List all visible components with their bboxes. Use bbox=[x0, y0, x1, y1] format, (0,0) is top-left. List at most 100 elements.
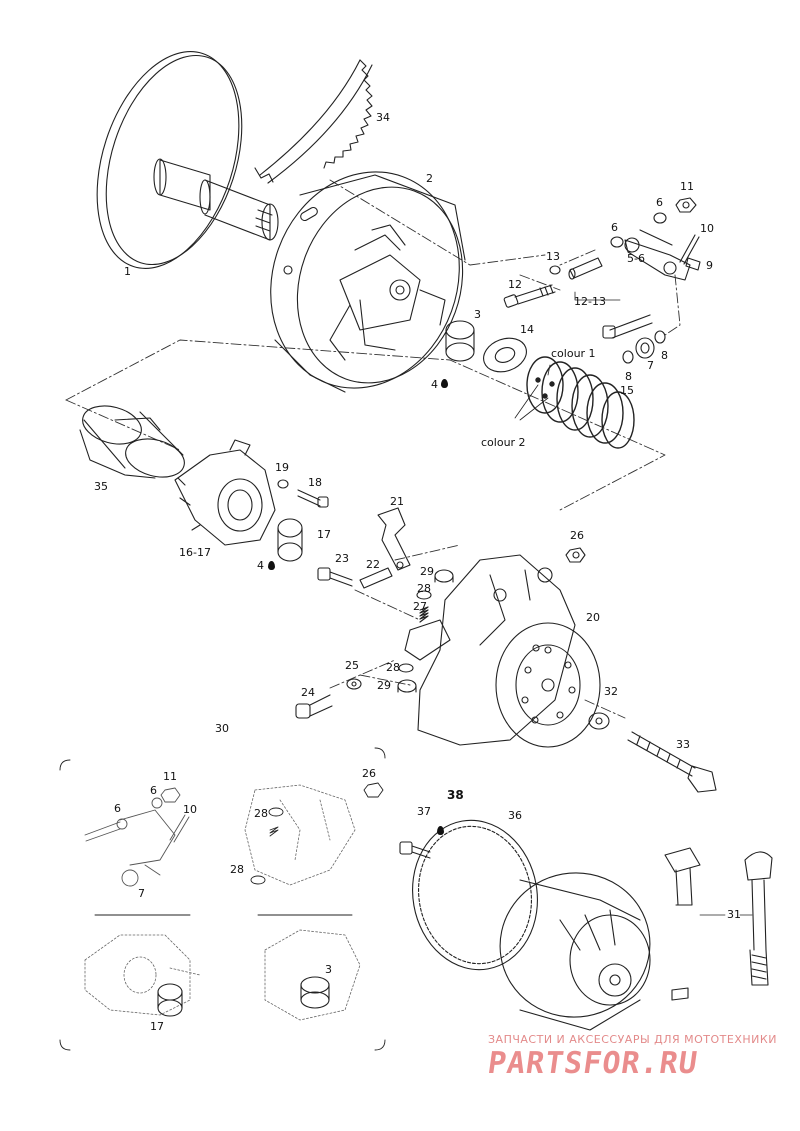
callout-15: 15 bbox=[620, 384, 634, 397]
callout-17: 17 bbox=[317, 528, 331, 541]
colour-leaders bbox=[514, 364, 551, 421]
oil-drop-icon bbox=[268, 561, 275, 570]
callout-5-6: 5-6 bbox=[627, 252, 645, 265]
callout-8: 8 bbox=[661, 349, 668, 362]
part-13-pin bbox=[568, 257, 603, 280]
callout-11: 11 bbox=[163, 770, 177, 783]
watermark-logo: PARTSFOR.RU bbox=[485, 1046, 701, 1081]
callout-6: 6 bbox=[656, 196, 663, 209]
part-1-fixed-sheave bbox=[96, 51, 279, 269]
callout-12: 12 bbox=[508, 278, 522, 291]
callout-2: 2 bbox=[426, 172, 433, 185]
callout-22: 22 bbox=[366, 558, 380, 571]
callout-1: 1 bbox=[124, 265, 131, 278]
part-31-bolts bbox=[664, 847, 773, 1001]
part-23-screw bbox=[317, 567, 353, 587]
part-36-ring-gear bbox=[412, 819, 538, 971]
part-26-nut bbox=[565, 547, 586, 563]
part-19-washer bbox=[277, 479, 289, 489]
part-21-lever bbox=[377, 507, 411, 571]
callout-34: 34 bbox=[376, 111, 390, 124]
part-24-bolt bbox=[295, 694, 333, 719]
part-12-13-lower-pin bbox=[602, 314, 653, 339]
callout-38: 38 bbox=[447, 788, 464, 802]
part-34-drive-belt bbox=[254, 59, 373, 184]
watermark-tagline: ЗАПЧАСТИ И АКСЕССУАРЫ ДЛЯ МОТОТЕХНИКИ bbox=[488, 1033, 777, 1046]
callout-20: 20 bbox=[586, 611, 600, 624]
callout-29: 29 bbox=[377, 679, 391, 692]
part-22-pin bbox=[359, 567, 393, 589]
callout-30: 30 bbox=[215, 722, 229, 735]
callout-4: 4 bbox=[431, 378, 438, 391]
callout-17: 17 bbox=[150, 1020, 164, 1033]
callout-7: 7 bbox=[138, 887, 145, 900]
callout-28: 28 bbox=[417, 582, 431, 595]
part-28-oring bbox=[398, 590, 432, 673]
inset-bushing-3 bbox=[300, 976, 330, 1009]
callout-13: 13 bbox=[546, 250, 560, 263]
part-16-17-spider bbox=[174, 439, 276, 546]
inset-frame bbox=[59, 747, 386, 1051]
inset-arm-detail bbox=[84, 787, 190, 887]
part-2-sliding-sheave bbox=[270, 171, 466, 393]
callout-28: 28 bbox=[230, 863, 244, 876]
assembly-centerlines bbox=[65, 179, 681, 719]
callout-colour-2: colour 2 bbox=[481, 436, 526, 449]
part-33-bolt bbox=[627, 731, 717, 793]
callout-6: 6 bbox=[114, 802, 121, 815]
callout-colour-1: colour 1 bbox=[551, 347, 596, 360]
part-11-nut bbox=[675, 197, 697, 213]
callout-6: 6 bbox=[150, 784, 157, 797]
part-15-spring bbox=[526, 356, 635, 449]
callout-4: 4 bbox=[257, 559, 264, 572]
callout-25: 25 bbox=[345, 659, 359, 672]
part-7-roller bbox=[635, 337, 655, 359]
oil-drop-icon bbox=[437, 826, 444, 835]
callout-10: 10 bbox=[700, 222, 714, 235]
inset-sheave-detail bbox=[264, 929, 361, 1021]
callout-10: 10 bbox=[183, 803, 197, 816]
callout-28: 28 bbox=[386, 661, 400, 674]
callout-21: 21 bbox=[390, 495, 404, 508]
callout-19: 19 bbox=[275, 461, 289, 474]
callout-6: 6 bbox=[611, 221, 618, 234]
part-9-pin bbox=[685, 257, 701, 271]
callout-28: 28 bbox=[254, 807, 268, 820]
callout-26: 26 bbox=[362, 767, 376, 780]
part-18-screw bbox=[297, 489, 329, 508]
inset-housing-parts bbox=[250, 782, 384, 885]
callout-3: 3 bbox=[325, 963, 332, 976]
part-12-bolt bbox=[503, 284, 556, 308]
part-17-bushing bbox=[277, 518, 303, 562]
callout-33: 33 bbox=[676, 738, 690, 751]
part-10-cotter bbox=[679, 234, 700, 265]
oil-drop-icon bbox=[441, 379, 448, 388]
part-13-nut bbox=[549, 265, 561, 275]
part-8-washer bbox=[622, 330, 666, 364]
callout-27: 27 bbox=[413, 600, 427, 613]
part-29b-cap bbox=[397, 679, 417, 693]
part-3-bushing bbox=[445, 320, 475, 362]
inset-bushing-17 bbox=[157, 983, 183, 1017]
part-25-washer bbox=[346, 678, 362, 690]
inset-housing-detail bbox=[244, 784, 356, 886]
callout-7: 7 bbox=[647, 359, 654, 372]
callout-36: 36 bbox=[508, 809, 522, 822]
callout-29: 29 bbox=[420, 565, 434, 578]
callout-12-13: 12-13 bbox=[574, 295, 606, 308]
alt-pulley bbox=[499, 872, 651, 1031]
inset-spider-detail bbox=[84, 934, 201, 1016]
part-37-screw bbox=[399, 841, 431, 859]
leader-12-13 bbox=[574, 291, 621, 301]
callout-32: 32 bbox=[604, 685, 618, 698]
callout-35: 35 bbox=[94, 480, 108, 493]
callout-9: 9 bbox=[706, 259, 713, 272]
callout-8: 8 bbox=[625, 370, 632, 383]
part-27-spring bbox=[419, 606, 429, 623]
callout-31: 31 bbox=[727, 908, 741, 921]
callout-3: 3 bbox=[474, 308, 481, 321]
part-29-cap bbox=[434, 569, 454, 583]
callout-23: 23 bbox=[335, 552, 349, 565]
